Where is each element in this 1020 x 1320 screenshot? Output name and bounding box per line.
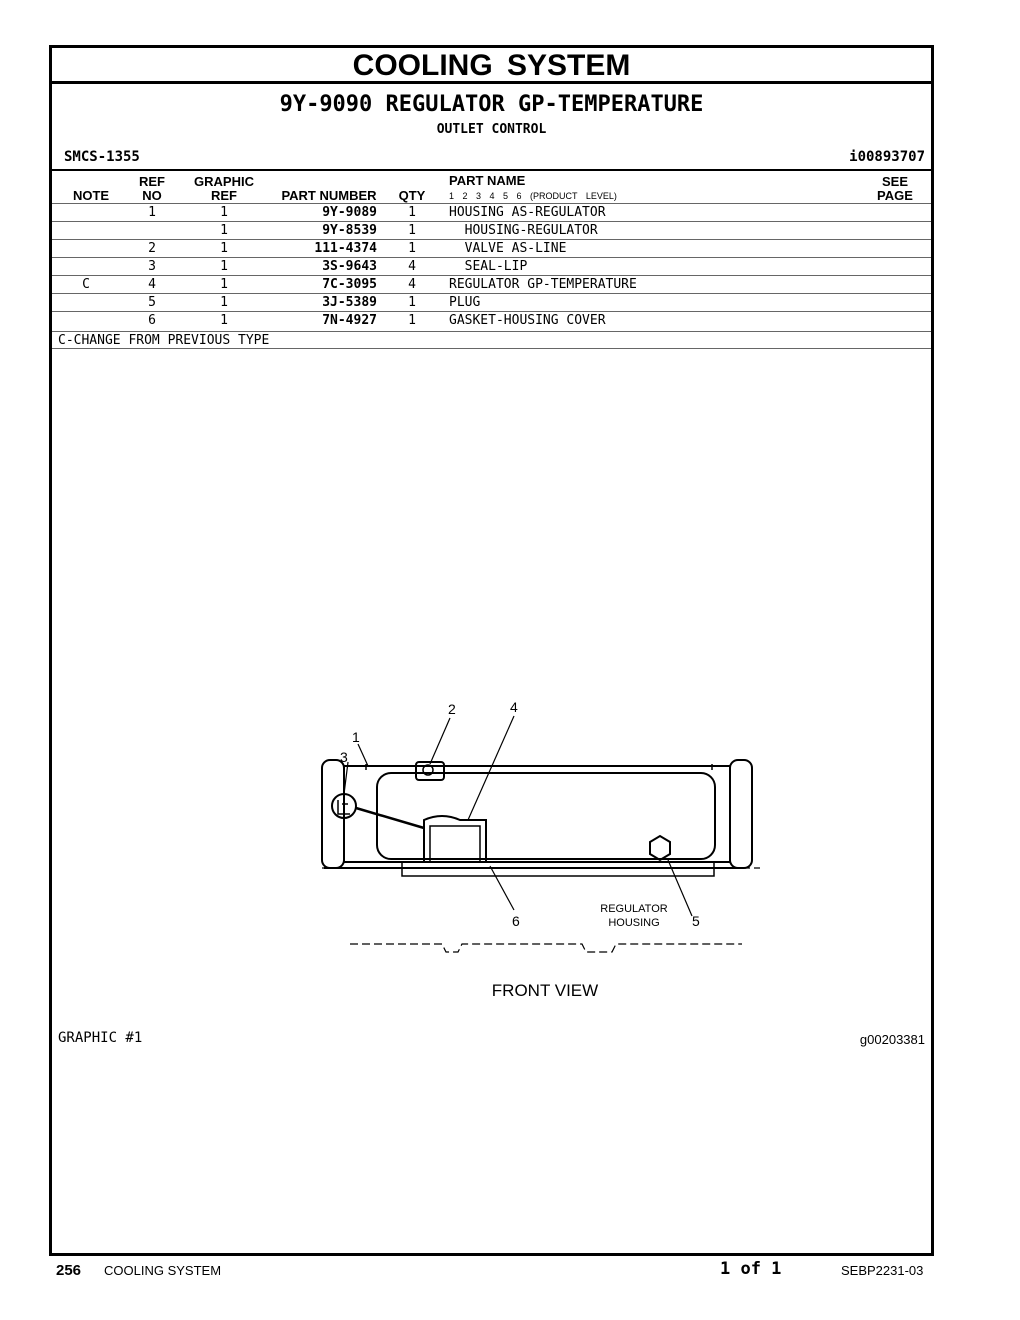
footer-page-number: 256 <box>56 1262 82 1279</box>
col-note: NOTE <box>72 188 110 203</box>
footer-section: COOLING SYSTEM <box>104 1263 222 1278</box>
cell-part-name: HOUSING AS-REGULATOR <box>449 205 606 220</box>
header-rule <box>52 169 931 171</box>
cell-part-name: VALVE AS-LINE <box>449 241 567 256</box>
col-qty: QTY <box>398 188 426 203</box>
cell-part-name: HOUSING-REGULATOR <box>449 223 598 238</box>
col-ref-no-line2: NO <box>142 188 162 203</box>
col-see-page: SEE PAGE <box>870 175 920 203</box>
callout-4: 4 <box>510 699 518 715</box>
cell-graphic-ref: 1 <box>220 205 228 220</box>
line-valve <box>415 761 445 781</box>
view-label: FRONT VIEW <box>492 981 598 1000</box>
cell-part-number: 3S-9643 <box>322 259 377 274</box>
cell-part-number: 9Y-8539 <box>322 223 377 238</box>
cell-qty: 4 <box>408 259 416 274</box>
col-graphic-ref: GRAPHIC REF <box>189 175 259 203</box>
col-see-page-line1: SEE <box>881 174 908 189</box>
col-graphic-ref-line2: REF <box>211 188 237 203</box>
group-subtitle: OUTLET CONTROL <box>436 122 547 137</box>
housing-chamber <box>376 772 716 860</box>
footer-doc-number: SEBP2231-03 <box>841 1263 924 1278</box>
illustration-id: i00893707 <box>849 149 925 165</box>
product-levels: 1 2 3 4 5 6 (PRODUCT LEVEL) <box>449 191 617 201</box>
table-row: 1 9Y-8539 1 HOUSING-REGULATOR <box>52 221 931 240</box>
cell-ref-no: 1 <box>148 205 156 220</box>
callout-5: 5 <box>692 913 700 929</box>
cell-ref-no: 5 <box>148 295 156 310</box>
cell-qty: 4 <box>408 277 416 292</box>
graphic-id: g00203381 <box>859 1032 925 1047</box>
graphic-label: GRAPHIC #1 <box>58 1030 143 1046</box>
cell-qty: 1 <box>408 223 416 238</box>
cell-graphic-ref: 1 <box>220 313 228 328</box>
col-ref-no-line1: REF <box>139 174 165 189</box>
cell-ref-no: 4 <box>148 277 156 292</box>
col-part-number: PART NUMBER <box>281 188 377 203</box>
cell-ref-no: 3 <box>148 259 156 274</box>
plug <box>649 834 671 862</box>
callout-3: 3 <box>340 749 348 765</box>
change-footnote: C-CHANGE FROM PREVIOUS TYPE <box>52 331 931 349</box>
table-row: C 4 1 7C-3095 4 REGULATOR GP-TEMPERATURE <box>52 275 931 294</box>
col-see-page-line2: PAGE <box>877 188 913 203</box>
group-title: 9Y-9090 REGULATOR GP-TEMPERATURE <box>279 92 704 117</box>
cell-part-name: REGULATOR GP-TEMPERATURE <box>449 277 637 292</box>
footer-page-of: 1 of 1 <box>720 1259 782 1279</box>
cell-note: C <box>82 277 90 292</box>
cell-part-name: PLUG <box>449 295 481 310</box>
cell-part-number: 7N-4927 <box>322 313 377 328</box>
cell-graphic-ref: 1 <box>220 295 228 310</box>
cell-qty: 1 <box>408 241 416 256</box>
callout-1: 1 <box>352 729 360 745</box>
col-part-name: PART NAME <box>449 173 526 188</box>
table-row: 1 1 9Y-9089 1 HOUSING AS-REGULATOR <box>52 203 931 222</box>
callout-6: 6 <box>512 913 520 929</box>
cell-graphic-ref: 1 <box>220 277 228 292</box>
cell-graphic-ref: 1 <box>220 223 228 238</box>
table-row: 6 1 7N-4927 1 GASKET-HOUSING COVER <box>52 311 931 330</box>
regulator-body <box>423 815 487 862</box>
table-row: 5 1 3J-5389 1 PLUG <box>52 293 931 312</box>
housing-outer <box>343 765 731 863</box>
cell-part-number: 7C-3095 <box>322 277 377 292</box>
callout-2: 2 <box>448 701 456 717</box>
cell-part-name: SEAL-LIP <box>449 259 528 274</box>
right-flange <box>729 759 753 869</box>
regulator-housing-drawing: 1 2 3 4 5 6 REGULATOR HOUSING FRONT VIEW <box>320 699 760 1000</box>
cell-qty: 1 <box>408 205 416 220</box>
table-row: 3 1 3S-9643 4 SEAL-LIP <box>52 257 931 276</box>
cell-qty: 1 <box>408 313 416 328</box>
section-title: COOLING SYSTEM <box>52 48 931 84</box>
cell-ref-no: 2 <box>148 241 156 256</box>
col-graphic-ref-line1: GRAPHIC <box>194 174 254 189</box>
housing-label-line2: HOUSING <box>608 917 659 929</box>
col-ref-no: REF NO <box>127 175 177 203</box>
housing-label-line1: REGULATOR <box>600 903 667 915</box>
cell-ref-no: 6 <box>148 313 156 328</box>
cell-graphic-ref: 1 <box>220 259 228 274</box>
parts-page: COOLING SYSTEM 9Y-9090 REGULATOR GP-TEMP… <box>49 45 934 1256</box>
cell-part-name: GASKET-HOUSING COVER <box>449 313 606 328</box>
smcs-code: SMCS-1355 <box>64 149 140 165</box>
cell-part-number: 3J-5389 <box>322 295 377 310</box>
cell-qty: 1 <box>408 295 416 310</box>
cell-part-number: 9Y-9089 <box>322 205 377 220</box>
cell-graphic-ref: 1 <box>220 241 228 256</box>
cell-part-number: 111-4374 <box>314 241 377 256</box>
table-row: 2 1 111-4374 1 VALVE AS-LINE <box>52 239 931 258</box>
